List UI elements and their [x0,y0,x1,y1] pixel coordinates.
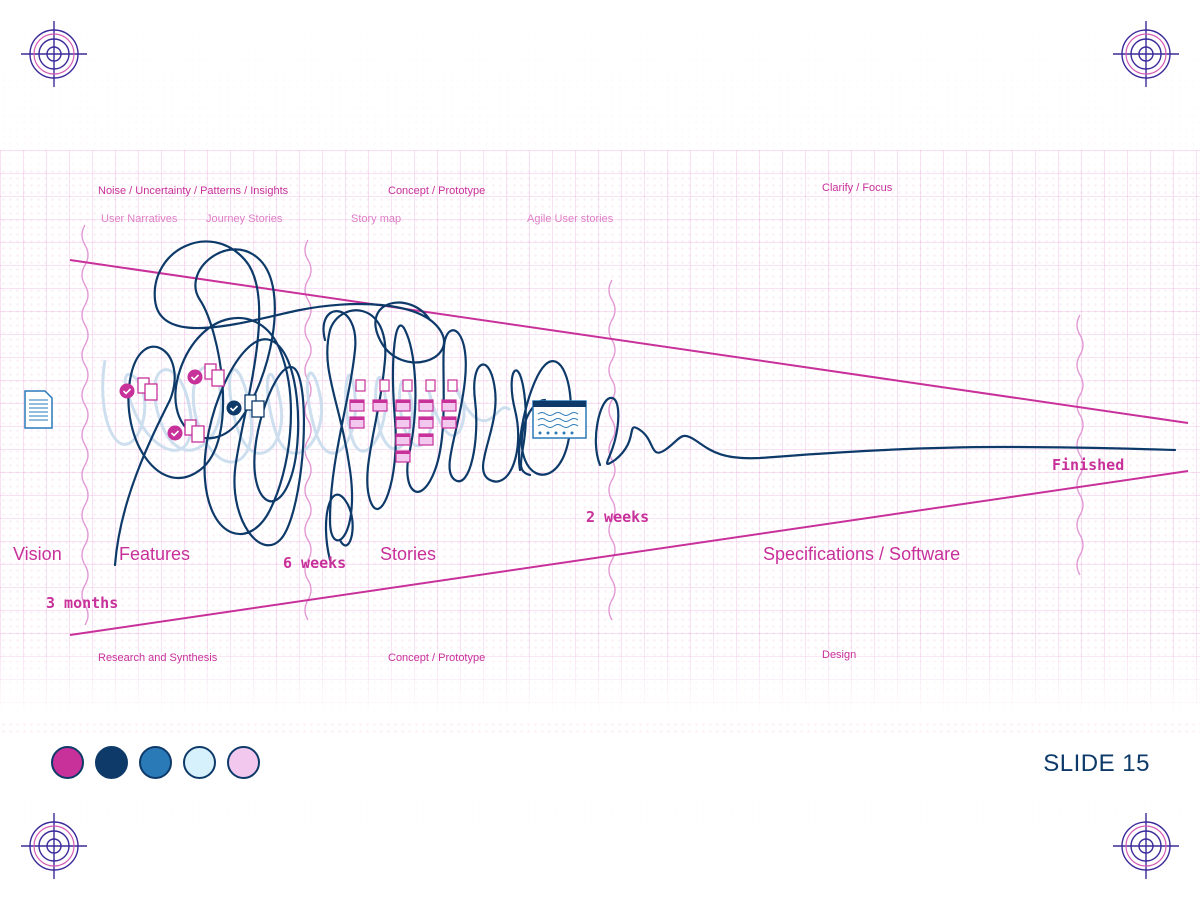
prototype-window-icon [532,400,587,439]
design-label: Design [822,649,857,661]
slide-number: SLIDE 15 [1043,750,1150,777]
crosshair-icon-bottom-right [1113,813,1179,879]
phase-specifications: Specifications / Software [763,544,961,564]
crosshair-icon-top-left [21,21,87,87]
divider-features [304,239,312,621]
crosshair-icon-top-right [1113,21,1179,87]
feature-check-2 [187,363,225,387]
finished-label: Finished [1052,456,1125,474]
feature-check-icons [119,363,265,443]
swatch-light-cyan [183,746,216,779]
feature-check-1 [119,377,158,401]
user-narratives-label: User Narratives [101,213,178,225]
clarify-focus-label: Clarify / Focus [822,182,893,194]
swatch-navy [95,746,128,779]
feature-check-3 [167,419,205,443]
phase-features: Features [119,544,191,564]
top-fade [0,0,1200,170]
concept-prototype-top-label: Concept / Prototype [388,185,486,197]
document-icon [24,390,53,429]
swatch-magenta [51,746,84,779]
funnel-top-line [69,259,1189,424]
noise-label: Noise / Uncertainty / Patterns / Insight… [98,185,289,197]
color-palette [51,746,260,779]
story-map-cards [349,379,458,463]
duration-6-weeks: 6 weeks [283,554,347,572]
agile-user-stories-label: Agile User stories [527,213,614,225]
funnel-bottom-line [69,470,1189,636]
swatch-blue [139,746,172,779]
divider-specs [1076,314,1084,576]
duration-3-months: 3 months [46,594,119,612]
swatch-light-pink [227,746,260,779]
phase-stories: Stories [380,544,437,564]
story-map-label: Story map [351,213,402,225]
phase-vision: Vision [13,544,62,564]
duration-2-weeks: 2 weeks [586,508,650,526]
divider-vision [81,224,89,626]
research-synthesis-label: Research and Synthesis [98,652,218,664]
feature-check-4 [226,394,265,418]
crosshair-icon-bottom-left [21,813,87,879]
journey-stories-label: Journey Stories [206,213,283,225]
grid-fade [0,640,1200,720]
concept-prototype-bottom-label: Concept / Prototype [388,652,486,664]
